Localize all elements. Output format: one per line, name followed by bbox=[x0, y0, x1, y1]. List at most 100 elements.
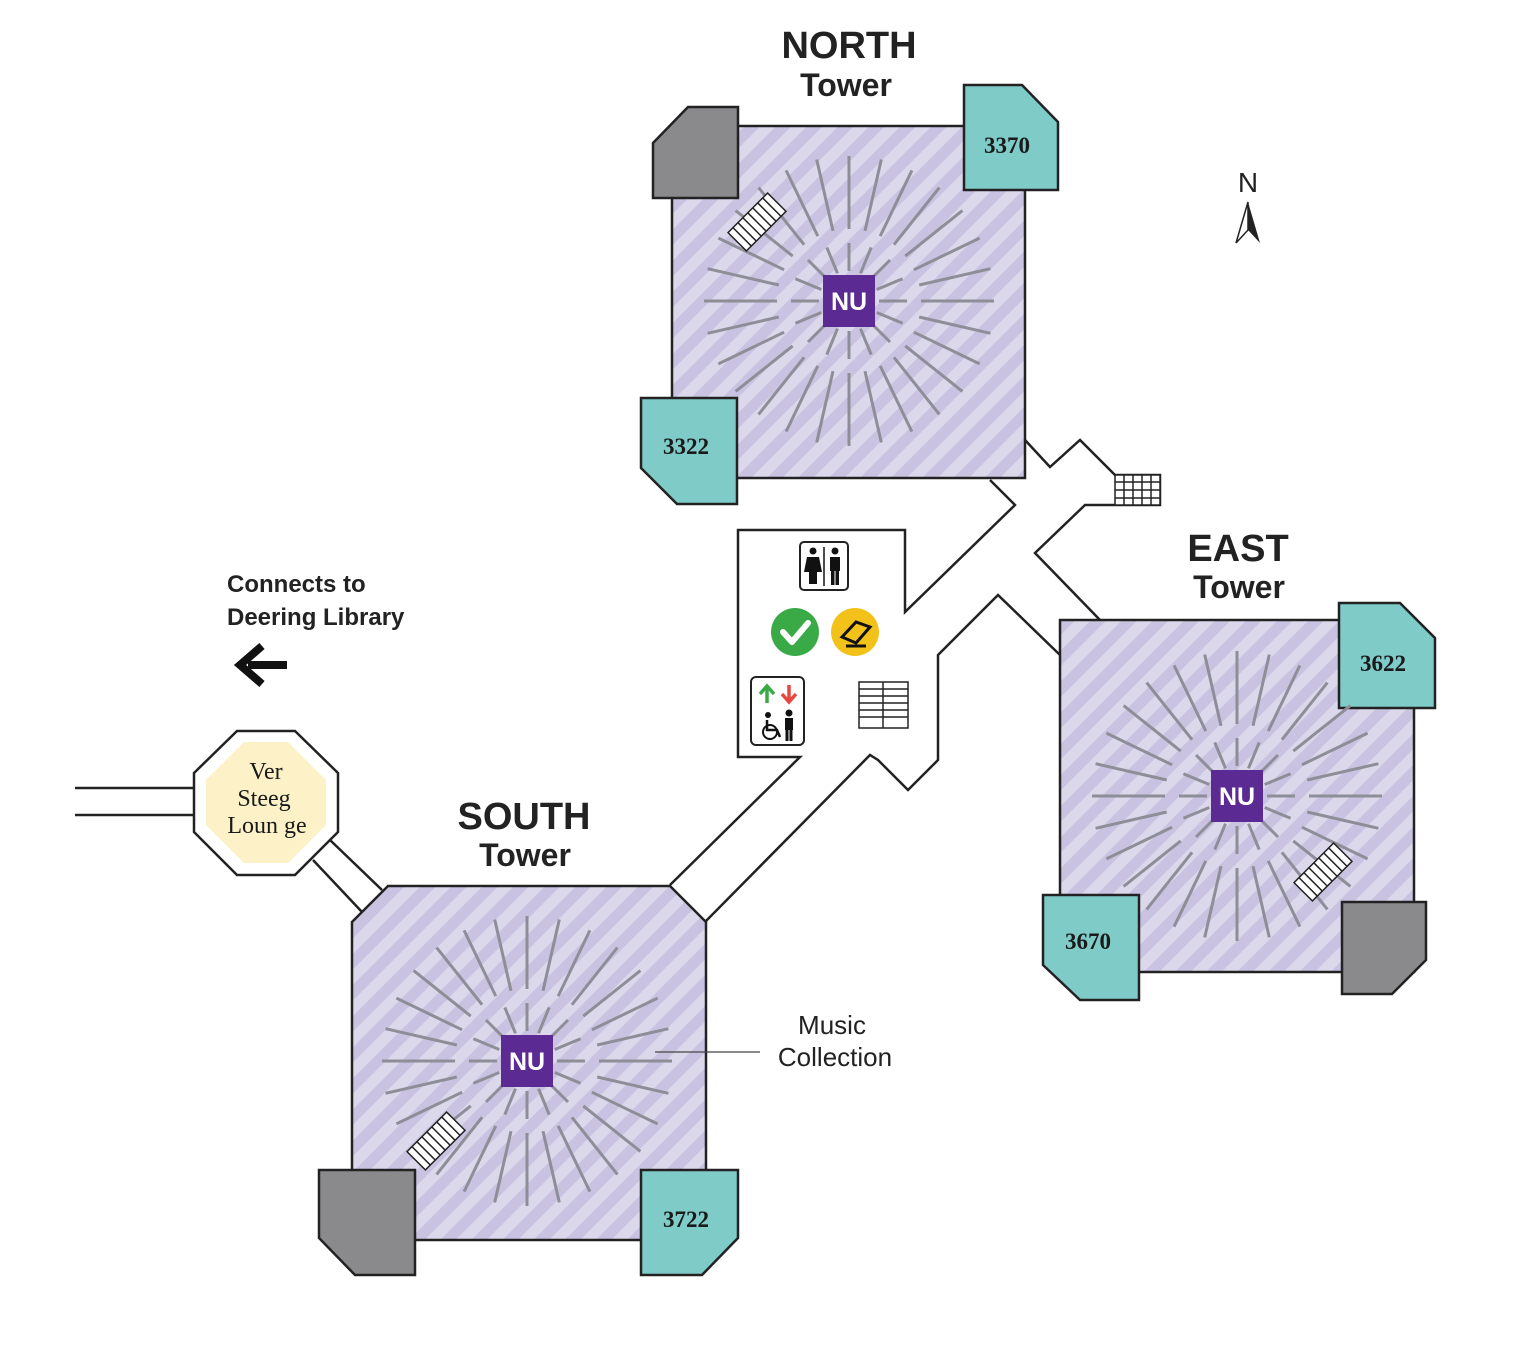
shelf-row bbox=[1182, 772, 1210, 786]
stairs-icon[interactable] bbox=[858, 681, 909, 729]
shelf-row bbox=[541, 919, 561, 992]
north-nu-text: NU bbox=[831, 288, 867, 316]
music-label-line2: Collection bbox=[778, 1042, 892, 1072]
elevator-icon[interactable] bbox=[750, 676, 805, 746]
north-stairs-icon bbox=[726, 191, 788, 253]
shelf-row bbox=[1213, 823, 1227, 851]
south-tower-subtitle: Tower bbox=[479, 837, 571, 873]
east-tower-subtitle: Tower bbox=[1193, 569, 1285, 605]
room-3622[interactable] bbox=[1337, 601, 1437, 710]
lounge-line3: Loun ge bbox=[227, 813, 306, 839]
scanner-icon[interactable] bbox=[831, 608, 879, 656]
room-3722[interactable] bbox=[639, 1168, 740, 1277]
shelf-row bbox=[918, 315, 991, 335]
shelf-row bbox=[537, 1088, 551, 1116]
room-3622-label: 3622 bbox=[1360, 651, 1406, 676]
shelf-row bbox=[1247, 823, 1261, 851]
shelf-row bbox=[707, 315, 780, 335]
shelf-row bbox=[1247, 741, 1261, 769]
south-shelving bbox=[382, 916, 672, 1206]
shelf-row bbox=[815, 159, 835, 232]
shelf-row bbox=[472, 1071, 500, 1085]
room-3370[interactable] bbox=[962, 83, 1060, 192]
shelf-row bbox=[1251, 654, 1271, 727]
shelf-row bbox=[503, 1088, 517, 1116]
room-3322[interactable] bbox=[639, 396, 739, 506]
shelf-row bbox=[1264, 806, 1292, 820]
shelf-row bbox=[435, 1116, 484, 1176]
room-3670[interactable] bbox=[1041, 893, 1141, 1002]
checkout-icon[interactable] bbox=[771, 608, 819, 656]
shelf-row bbox=[913, 236, 981, 272]
south-nu-text: NU bbox=[509, 1048, 545, 1076]
shelf-row bbox=[582, 969, 642, 1018]
shelf-row bbox=[1292, 704, 1352, 753]
north-corridor-stairs-icon bbox=[1114, 474, 1161, 506]
shelf-row bbox=[892, 356, 941, 416]
north-tower[interactable]: NU bbox=[639, 83, 1060, 506]
shelf-row bbox=[876, 277, 904, 291]
shelf-row bbox=[717, 330, 785, 366]
east-stairs-icon bbox=[1292, 841, 1354, 903]
deering-connector-line2: Deering Library bbox=[227, 604, 405, 631]
shelf-row bbox=[1301, 731, 1369, 767]
east-nu-text: NU bbox=[1219, 783, 1255, 811]
shelf-row bbox=[859, 328, 873, 356]
shelf-row bbox=[554, 1071, 582, 1085]
shelf-row bbox=[570, 1116, 619, 1176]
shelf-row bbox=[570, 946, 619, 1006]
shelf-row bbox=[1203, 865, 1223, 938]
arrow-left-icon[interactable] bbox=[233, 642, 287, 688]
shelf-row bbox=[1203, 654, 1223, 727]
shelf-row bbox=[1145, 681, 1194, 741]
north-tower-title: NORTH bbox=[781, 25, 916, 67]
north-arrow-icon: N bbox=[1235, 167, 1260, 244]
shelf-row bbox=[794, 311, 822, 325]
shelf-row bbox=[596, 1075, 669, 1095]
shelf-row bbox=[913, 330, 981, 366]
shelf-row bbox=[707, 267, 780, 287]
shelf-row bbox=[395, 1090, 463, 1126]
restroom-icon[interactable] bbox=[799, 541, 849, 591]
shelf-row bbox=[1122, 704, 1182, 753]
lounge-line2: Steeg bbox=[237, 786, 290, 812]
shelf-row bbox=[1172, 860, 1208, 928]
shelf-row bbox=[385, 1075, 458, 1095]
shelf-row bbox=[859, 246, 873, 274]
shelf-row bbox=[1266, 860, 1302, 928]
south-tower[interactable]: NU bbox=[317, 884, 740, 1277]
east-tower-title: EAST bbox=[1187, 528, 1288, 570]
shelf-row bbox=[462, 1125, 498, 1193]
shelf-row bbox=[876, 311, 904, 325]
north-tower-subtitle: Tower bbox=[800, 67, 892, 103]
shelf-row bbox=[503, 1006, 517, 1034]
east-tower[interactable]: NU bbox=[1041, 601, 1437, 1002]
shelf-row bbox=[1306, 762, 1379, 782]
shelf-row bbox=[1122, 839, 1182, 888]
east-service-core bbox=[1340, 900, 1428, 996]
east-nu-logo bbox=[1211, 770, 1263, 822]
shelf-row bbox=[1145, 851, 1194, 911]
shelf-row bbox=[1095, 762, 1168, 782]
shelf-row bbox=[556, 1125, 592, 1193]
compass-label: N bbox=[1238, 167, 1258, 198]
room-3722-label: 3722 bbox=[663, 1207, 709, 1232]
shelf-row bbox=[385, 1027, 458, 1047]
north-nu-logo bbox=[823, 275, 875, 327]
room-3670-label: 3670 bbox=[1065, 929, 1111, 954]
shelf-row bbox=[591, 996, 659, 1032]
shelf-row bbox=[412, 969, 472, 1018]
ver-steeg-lounge[interactable]: Ver Steeg Loun ge bbox=[192, 729, 340, 877]
shelf-row bbox=[1095, 810, 1168, 830]
shelf-row bbox=[395, 996, 463, 1032]
shelf-row bbox=[1266, 664, 1302, 732]
shelf-row bbox=[537, 1006, 551, 1034]
shelf-row bbox=[1264, 772, 1292, 786]
shelf-row bbox=[541, 1130, 561, 1203]
south-tower-title: SOUTH bbox=[458, 796, 591, 838]
shelf-row bbox=[554, 1037, 582, 1051]
shelf-row bbox=[493, 919, 513, 992]
shelf-row bbox=[1280, 681, 1329, 741]
shelf-row bbox=[591, 1090, 659, 1126]
